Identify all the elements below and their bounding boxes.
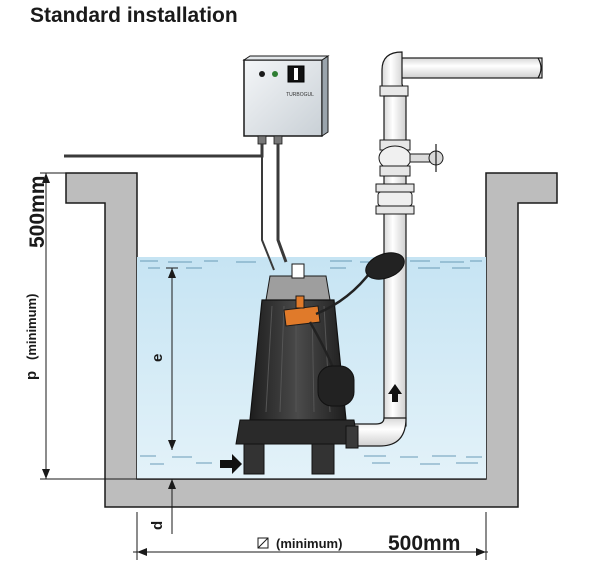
float-switch-bracket <box>283 295 321 327</box>
depth-value: 500mm <box>26 176 49 248</box>
depth-label: p (minimum) <box>23 294 40 380</box>
dimension-lines <box>40 172 488 560</box>
brand-label: TURBOGUL <box>286 92 314 98</box>
page-title: Standard installation <box>30 4 238 27</box>
indicator-light-1 <box>259 71 265 77</box>
discharge-pipe-horizontal <box>391 57 543 79</box>
float-cable <box>261 144 275 271</box>
width-value: 500mm <box>388 532 460 555</box>
flow-arrow-up-icon <box>388 384 402 402</box>
dimension-arrowheads <box>42 173 486 556</box>
check-valve <box>375 183 415 215</box>
inflow-arrow-icon <box>220 454 242 474</box>
float-switch-lower <box>317 365 355 407</box>
control-box: TURBOGUL <box>242 55 330 145</box>
gate-valve <box>378 139 444 177</box>
d-dimension-label: d <box>149 521 166 530</box>
pump-cable <box>276 144 288 263</box>
e-dimension-label: e <box>149 354 166 362</box>
power-cable <box>64 140 264 158</box>
depth-prefix: p <box>23 371 40 380</box>
float-switch-upper <box>365 252 405 280</box>
indicator-light-2 <box>272 71 278 77</box>
water-surface <box>140 260 482 465</box>
width-qualifier: (minimum) <box>276 536 342 551</box>
depth-qualifier: (minimum) <box>24 294 39 360</box>
